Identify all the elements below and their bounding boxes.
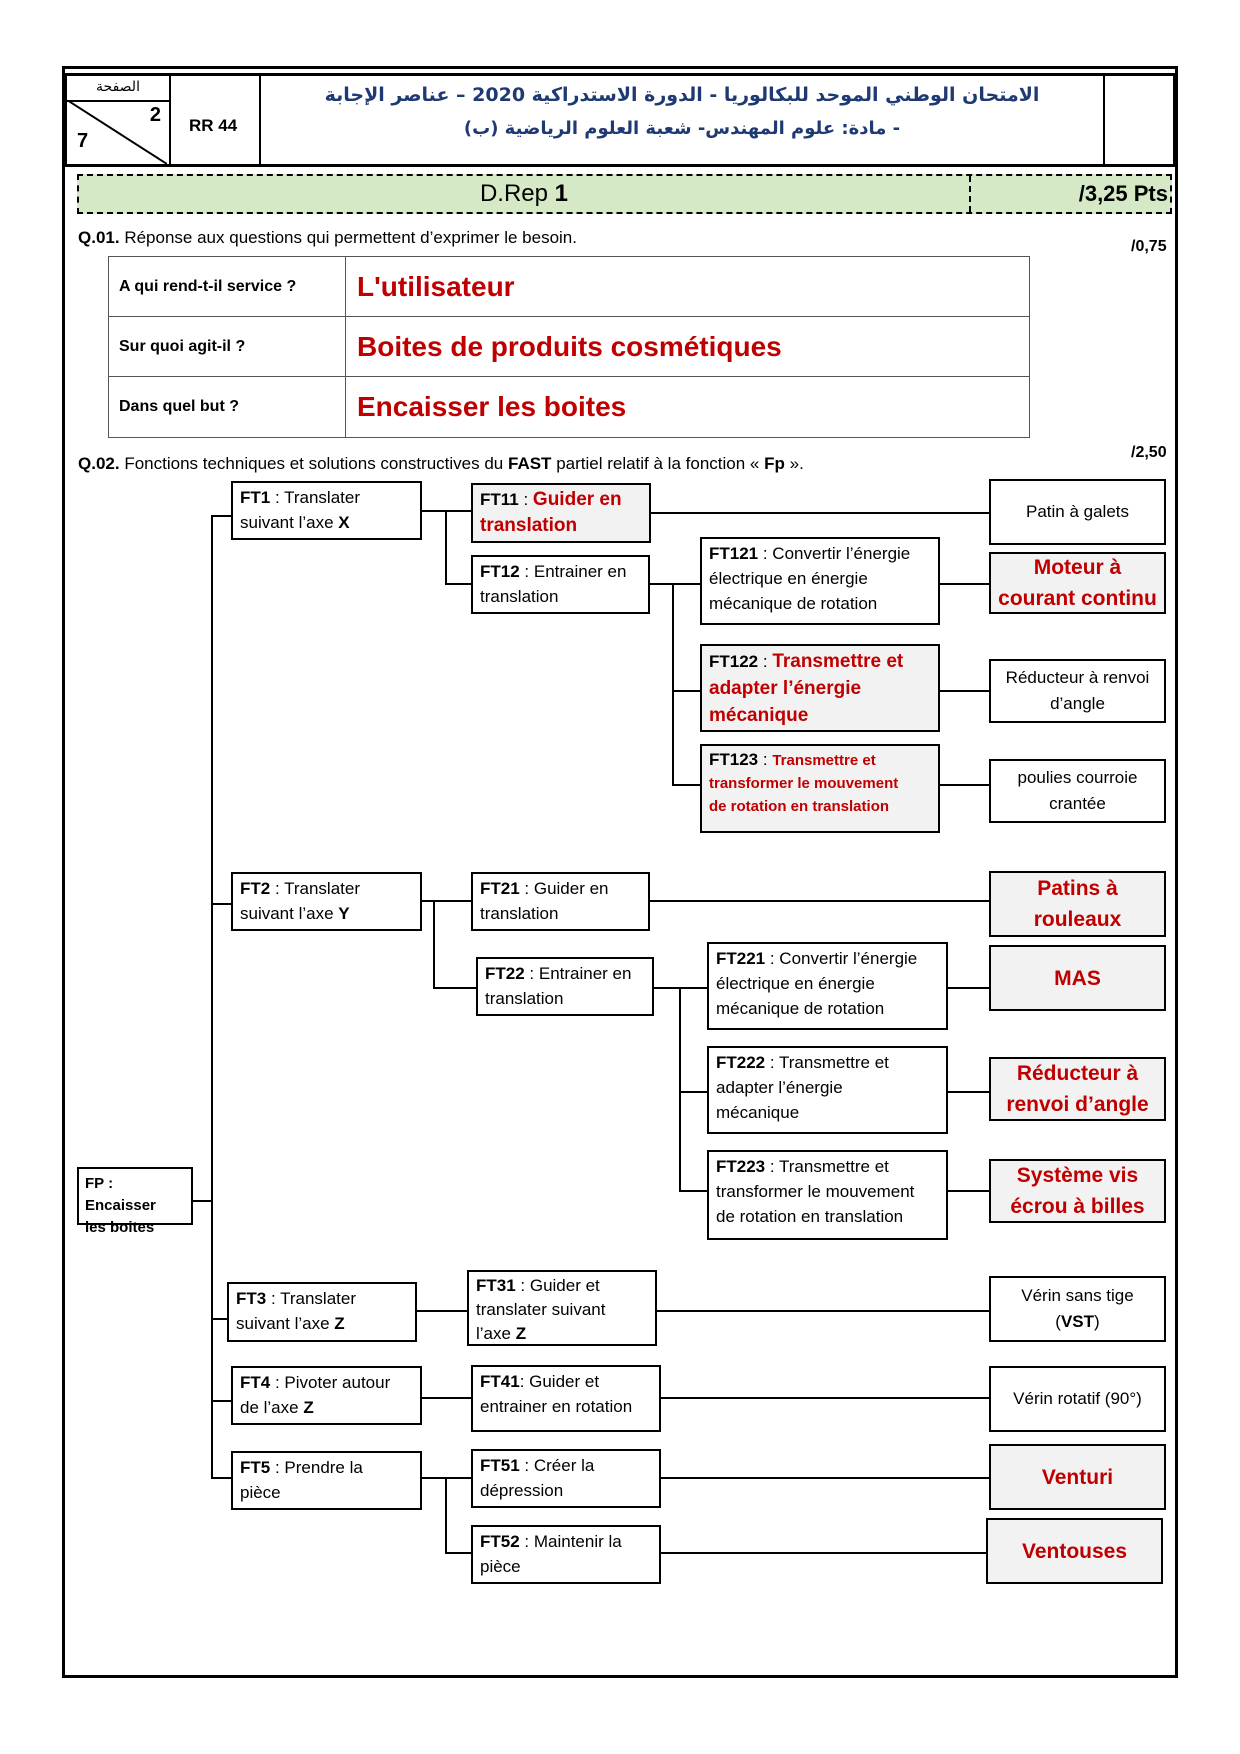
row-question: A qui rend-t-il service ? (109, 257, 346, 316)
exam-code-cell: RR 44 (171, 76, 261, 164)
ft4-box: FT4 : Pivoter autour de l’axe Z (231, 1366, 422, 1425)
ft221-box: FT221 : Convertir l’énergie électrique e… (707, 942, 948, 1030)
ft1-box: FT1 : Translater suivant l’axe X (231, 481, 422, 540)
exam-header: الصفحة 2 7 RR 44 الامتحان الوطني الموحد … (64, 73, 1176, 167)
diagonal-divider (67, 100, 167, 164)
solution-venturi: Venturi (989, 1444, 1166, 1510)
table-row: Sur quoi agit-il ? Boites de produits co… (109, 317, 1029, 377)
section-bar: D.Rep 1 /3,25 Pts (77, 174, 1172, 214)
ft123-box: FT123 : Transmettre et transformer le mo… (700, 744, 940, 833)
ft222-box: FT222 : Transmettre et adapter l’énergie… (707, 1046, 948, 1134)
solution-patin-galets: Patin à galets (989, 479, 1166, 545)
ft223-box: FT223 : Transmettre et transformer le mo… (707, 1150, 948, 1240)
table-row: Dans quel but ? Encaisser les boites (109, 377, 1029, 437)
ft121-box: FT121 : Convertir l’énergie électrique e… (700, 537, 940, 625)
q01-question: Q.01. Réponse aux questions qui permette… (78, 228, 577, 247)
section-title: D.Rep 1 (479, 180, 569, 207)
section-points: /3,25 Pts (1078, 181, 1168, 206)
page-current: 2 (149, 104, 161, 126)
solution-verin-sans-tige: Vérin sans tige(VST) (989, 1276, 1166, 1342)
solution-mas: MAS (989, 945, 1166, 1011)
row-answer: Encaisser les boites (357, 391, 627, 422)
row-question: Dans quel but ? (109, 377, 346, 437)
page-frame (62, 66, 1178, 1678)
row-answer: L'utilisateur (357, 271, 515, 302)
ft41-box: FT41: Guider et entrainer en rotation (471, 1365, 661, 1432)
exam-title-cell: الامتحان الوطني الموحد للبكالوريا - الدو… (261, 76, 1105, 164)
ft51-box: FT51 : Créer la dépression (471, 1449, 661, 1508)
ft21-box: FT21 : Guider en translation (471, 872, 650, 931)
page-counter: الصفحة 2 7 (67, 76, 171, 164)
ft122-box: FT122 : Transmettre et adapter l’énergie… (700, 644, 940, 732)
fp-box: FP : Encaisser les boites (77, 1167, 193, 1236)
ft52-box: FT52 : Maintenir la pièce (471, 1525, 661, 1584)
q01-table: A qui rend-t-il service ? L'utilisateur … (108, 256, 1030, 438)
q02-question: Q.02. Fonctions techniques et solutions … (78, 454, 804, 473)
ft5-box: FT5 : Prendre la pièce (231, 1451, 422, 1510)
exam-subtitle: - مادة: علوم المهندس- شعبة العلوم الرياض… (463, 118, 901, 139)
row-answer: Boites de produits cosmétiques (357, 331, 782, 362)
exam-title: الامتحان الوطني الموحد للبكالوريا - الدو… (324, 84, 1040, 106)
ft22-box: FT22 : Entrainer en translation (476, 957, 654, 1016)
ft11-box: FT11 : Guider en translation (471, 483, 651, 543)
q02-score: /2,50 (1131, 444, 1167, 461)
q01-score: /0,75 (1131, 238, 1167, 255)
page-total: 7 (77, 130, 89, 152)
solution-ventouses: Ventouses (986, 1518, 1163, 1584)
ft12-box: FT12 : Entrainer en translation (471, 555, 650, 614)
ft3-box: FT3 : Translater suivant l’axe Z (227, 1282, 417, 1342)
row-question: Sur quoi agit-il ? (109, 317, 346, 376)
table-row: A qui rend-t-il service ? L'utilisateur (109, 257, 1029, 317)
solution-verin-rotatif: Vérin rotatif (90°) (989, 1366, 1166, 1432)
exam-code: RR 44 (189, 116, 238, 135)
page-label: الصفحة (67, 76, 169, 102)
ft31-box: FT31 : Guider et translater suivant l’ax… (467, 1270, 657, 1346)
ft2-box: FT2 : Translater suivant l’axe Y (231, 872, 422, 931)
